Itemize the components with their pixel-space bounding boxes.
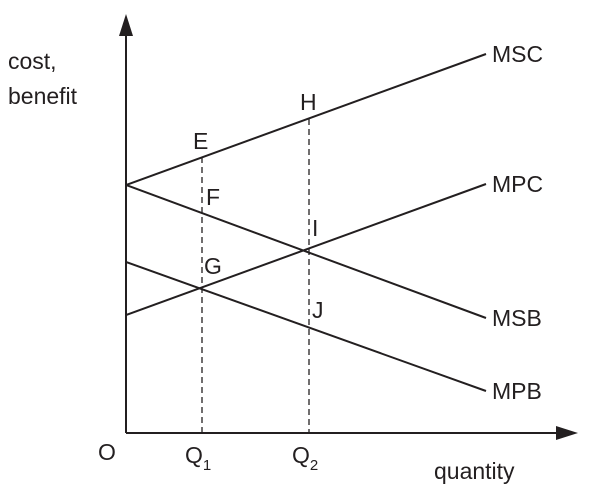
y-axis-label-line1: cost, (8, 48, 57, 74)
q1-label: Q1 (185, 442, 211, 474)
q2-label: Q2 (292, 442, 318, 474)
point-h-label: H (300, 89, 317, 115)
point-e-label: E (193, 128, 208, 154)
msb-label: MSB (492, 305, 542, 331)
y-axis-label-line2: benefit (8, 83, 78, 109)
mpc-label: MPC (492, 171, 543, 197)
origin-label: O (98, 439, 116, 465)
mpb-label: MPB (492, 378, 542, 404)
msc-label: MSC (492, 41, 543, 67)
x-axis-label: quantity (434, 458, 515, 484)
point-j-label: J (312, 297, 324, 323)
x-axis-arrowhead (556, 426, 578, 440)
point-g-label: G (204, 253, 222, 279)
point-i-label: I (312, 215, 318, 241)
mpc-line (125, 183, 487, 316)
q2-subscript: 2 (310, 457, 318, 474)
q1-main: Q (185, 442, 203, 468)
q2-main: Q (292, 442, 310, 468)
point-f-label: F (206, 184, 220, 210)
msc-line (125, 53, 487, 186)
mpb-line (125, 261, 487, 392)
msb-line (125, 184, 487, 319)
y-axis-arrowhead (119, 14, 133, 36)
q1-subscript: 1 (203, 457, 211, 474)
